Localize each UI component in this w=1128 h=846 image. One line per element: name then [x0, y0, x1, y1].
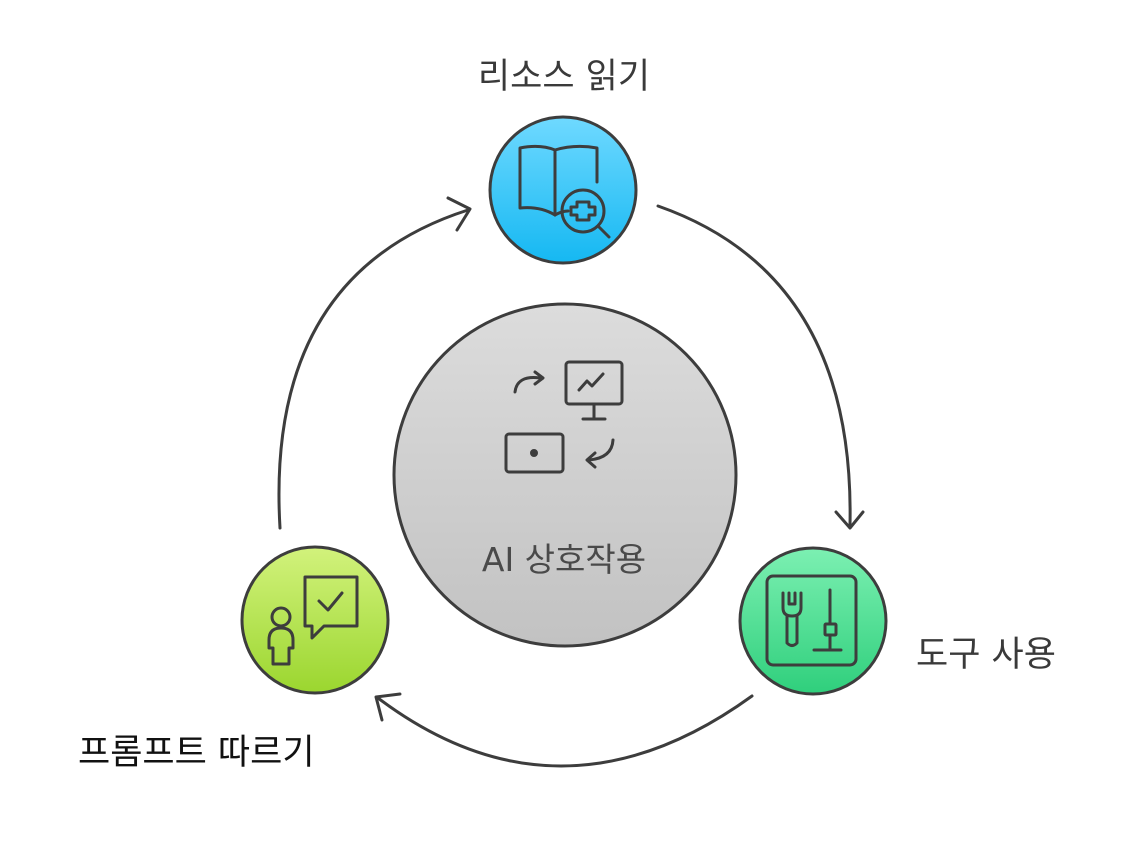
center-node [392, 302, 738, 648]
node-label-read-resources: 리소스 읽기 [477, 57, 651, 97]
arrow-left-to-top [277, 196, 472, 530]
node-follow-prompts [240, 545, 390, 695]
center-label: AI 상호작용 [481, 540, 647, 579]
person-speech-check-icon [267, 575, 359, 666]
arrow-right-to-left [374, 692, 754, 768]
node-use-tools [738, 546, 888, 696]
workflow-monitor-icon [504, 360, 624, 474]
node-label-use-tools: 도구 사용 [916, 635, 1056, 675]
arrow-top-to-right [656, 204, 865, 530]
node-read-resources [488, 115, 638, 265]
book-search-icon [518, 144, 611, 239]
node-label-follow-prompts: 프롬프트 따르기 [78, 733, 315, 773]
tools-icon [765, 574, 858, 667]
